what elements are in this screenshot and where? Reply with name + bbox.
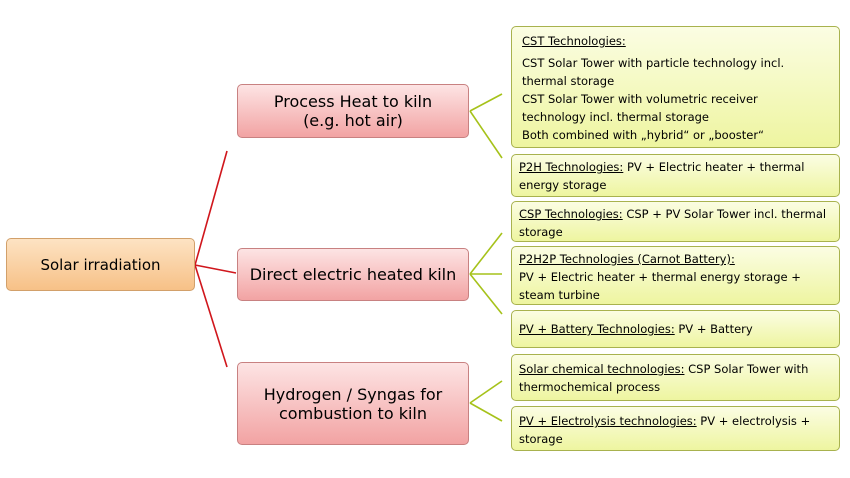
- branch-node-process-heat: Process Heat to kiln (e.g. hot air): [237, 84, 469, 138]
- leaf-p2h2p-technologies: P2H2P Technologies (Carnot Battery): PV …: [511, 246, 840, 305]
- connector-hydrogen-to-solar-chem: [469, 380, 503, 404]
- leaf-title: P2H Technologies:: [519, 160, 624, 174]
- branch-label: Direct electric heated kiln: [249, 265, 457, 284]
- branch-label: Hydrogen / Syngas for combustion to kiln: [263, 384, 443, 423]
- leaf-line: thermal storage: [522, 74, 615, 88]
- branch-label: Process Heat to kiln (e.g. hot air): [273, 92, 433, 130]
- leaf-cst-technologies: CST Technologies: CST Solar Tower with p…: [511, 26, 840, 148]
- branch-node-hydrogen-syngas: Hydrogen / Syngas for combustion to kiln: [237, 362, 469, 445]
- connector-process-heat-to-cst: [469, 93, 503, 112]
- leaf-line: steam turbine: [519, 288, 600, 302]
- leaf-text: PV + Electric heater + thermal energy st…: [519, 160, 805, 192]
- leaf-title: CST Technologies:: [522, 34, 626, 48]
- leaf-line: Both combined with „hybrid“ or „booster“: [522, 128, 765, 142]
- leaf-text: PV + electrolysis + storage: [519, 414, 811, 446]
- leaf-title: Solar chemical technologies:: [519, 362, 685, 376]
- leaf-csp-technologies: CSP Technologies: CSP + PV Solar Tower i…: [511, 201, 840, 242]
- leaf-solar-chemical-technologies: Solar chemical technologies: CSP Solar T…: [511, 354, 840, 401]
- leaf-text: CSP Solar Tower with thermochemical proc…: [519, 362, 809, 394]
- root-label: Solar irradiation: [40, 255, 161, 274]
- branch-node-direct-electric: Direct electric heated kiln: [237, 248, 469, 301]
- connector-process-heat-to-p2h: [469, 110, 503, 159]
- leaf-pv-electrolysis-technologies: PV + Electrolysis technologies: PV + ele…: [511, 406, 840, 451]
- leaf-title: P2H2P Technologies (Carnot Battery):: [519, 252, 735, 266]
- leaf-title: CSP Technologies:: [519, 207, 623, 221]
- leaf-title: PV + Electrolysis technologies:: [519, 414, 697, 428]
- leaf-title: PV + Battery Technologies:: [519, 322, 675, 336]
- leaf-line: PV + Electric heater + thermal energy st…: [519, 270, 801, 284]
- connector-hydrogen-to-electrolysis: [469, 402, 503, 422]
- connector-root-to-direct-electric: [194, 264, 237, 274]
- leaf-line: technology incl. thermal storage: [522, 110, 710, 124]
- connector-root-to-hydrogen: [194, 264, 228, 368]
- leaf-line: CST Solar Tower with particle technology…: [522, 56, 785, 70]
- root-node-solar-irradiation: Solar irradiation: [6, 238, 195, 291]
- leaf-text: CSP + PV Solar Tower incl. thermal stora…: [519, 207, 827, 239]
- leaf-text: PV + Battery: [674, 322, 753, 336]
- connector-root-to-process-heat: [194, 150, 228, 266]
- leaf-line: CST Solar Tower with volumetric receiver: [522, 92, 758, 106]
- connector-direct-electric-to-csp: [469, 232, 503, 275]
- leaf-pv-battery-technologies: PV + Battery Technologies: PV + Battery: [511, 310, 840, 348]
- leaf-p2h-technologies: P2H Technologies: PV + Electric heater +…: [511, 154, 840, 197]
- connector-direct-electric-to-battery: [469, 273, 503, 315]
